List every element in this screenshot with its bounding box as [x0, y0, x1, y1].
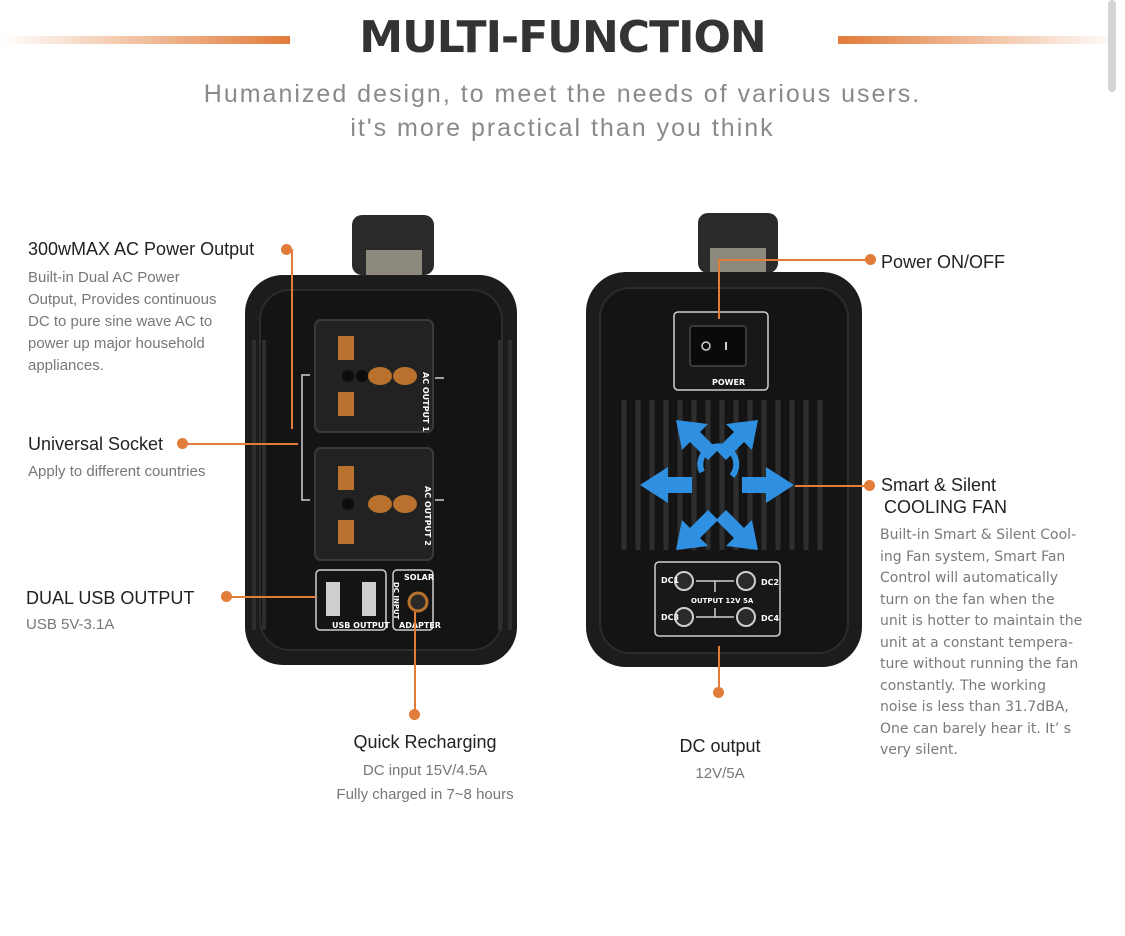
feature-recharging-title: Quick Recharging [353, 732, 497, 752]
feature-ac-output-title: 300wMAX AC Power Output [28, 239, 255, 259]
dc4-label: DC4 [761, 614, 780, 623]
scrollbar-thumb[interactable] [1108, 0, 1116, 92]
callout-dot-ac-output [281, 244, 292, 255]
callout-line-power-v [718, 259, 720, 319]
callout-line-universal-socket [180, 443, 298, 445]
feature-usb-title: DUAL USB OUTPUT [26, 588, 195, 608]
adapter-label: ADAPTER [399, 621, 441, 630]
callout-dot-universal-socket [177, 438, 188, 449]
callout-dot-dc-output [713, 687, 724, 698]
dc-output-spec-label: OUTPUT 12V 5A [691, 597, 754, 605]
callout-line-dc-output [718, 646, 720, 690]
feature-fan-body: Built-in Smart & Silent Cool- ing Fan sy… [880, 527, 1083, 758]
feature-usb-body: USB 5V-3.1A [26, 616, 115, 633]
title-rule-right [838, 36, 1118, 44]
power-switch-label: POWER [712, 378, 746, 387]
feature-dc-output-title: DC output [679, 736, 761, 756]
feature-universal-socket-body: Apply to different countries [28, 463, 206, 480]
ac-output-1-label: AC OUTPUT 1 [421, 372, 430, 432]
feature-recharging-line-2: Fully charged in 7~8 hours [336, 786, 514, 803]
subtitle-line-1: Humanized design, to meet the needs of v… [203, 80, 922, 108]
solar-label: SOLAR [404, 573, 435, 582]
dc2-label: DC2 [761, 578, 780, 587]
feature-universal-socket-title: Universal Socket [28, 434, 164, 454]
dc-input-label: DC INPUT [392, 582, 400, 620]
title-rule-left [0, 36, 290, 44]
page-title: MULTI-FUNCTION [359, 12, 766, 63]
ac-output-2-label: AC OUTPUT 2 [423, 486, 432, 546]
callout-line-power-h [718, 259, 868, 261]
callout-dot-power [865, 254, 876, 265]
dc3-label: DC3 [661, 613, 680, 622]
callout-dot-usb [221, 591, 232, 602]
callout-line-ac-output [291, 249, 293, 429]
callout-line-fan [795, 485, 867, 487]
callout-dot-recharging [409, 709, 420, 720]
feature-ac-output-body: Built-in Dual AC Power Output, Provides … [28, 269, 217, 374]
feature-fan-title-1: Smart & Silent [881, 475, 997, 495]
usb-output-label: USB OUTPUT [332, 621, 390, 630]
callout-line-recharging [414, 612, 416, 714]
device-back-image [586, 213, 862, 667]
callout-line-usb [230, 596, 316, 598]
dc1-label: DC1 [661, 576, 680, 585]
callout-dot-fan [864, 480, 875, 491]
feature-fan-title-2: COOLING FAN [884, 497, 1008, 517]
subtitle-line-2: it's more practical than you think [350, 114, 775, 142]
feature-dc-output-body: 12V/5A [695, 765, 745, 782]
feature-power-title: Power ON/OFF [881, 252, 1006, 272]
device-front-image [245, 215, 517, 665]
feature-recharging-line-1: DC input 15V/4.5A [362, 762, 488, 779]
